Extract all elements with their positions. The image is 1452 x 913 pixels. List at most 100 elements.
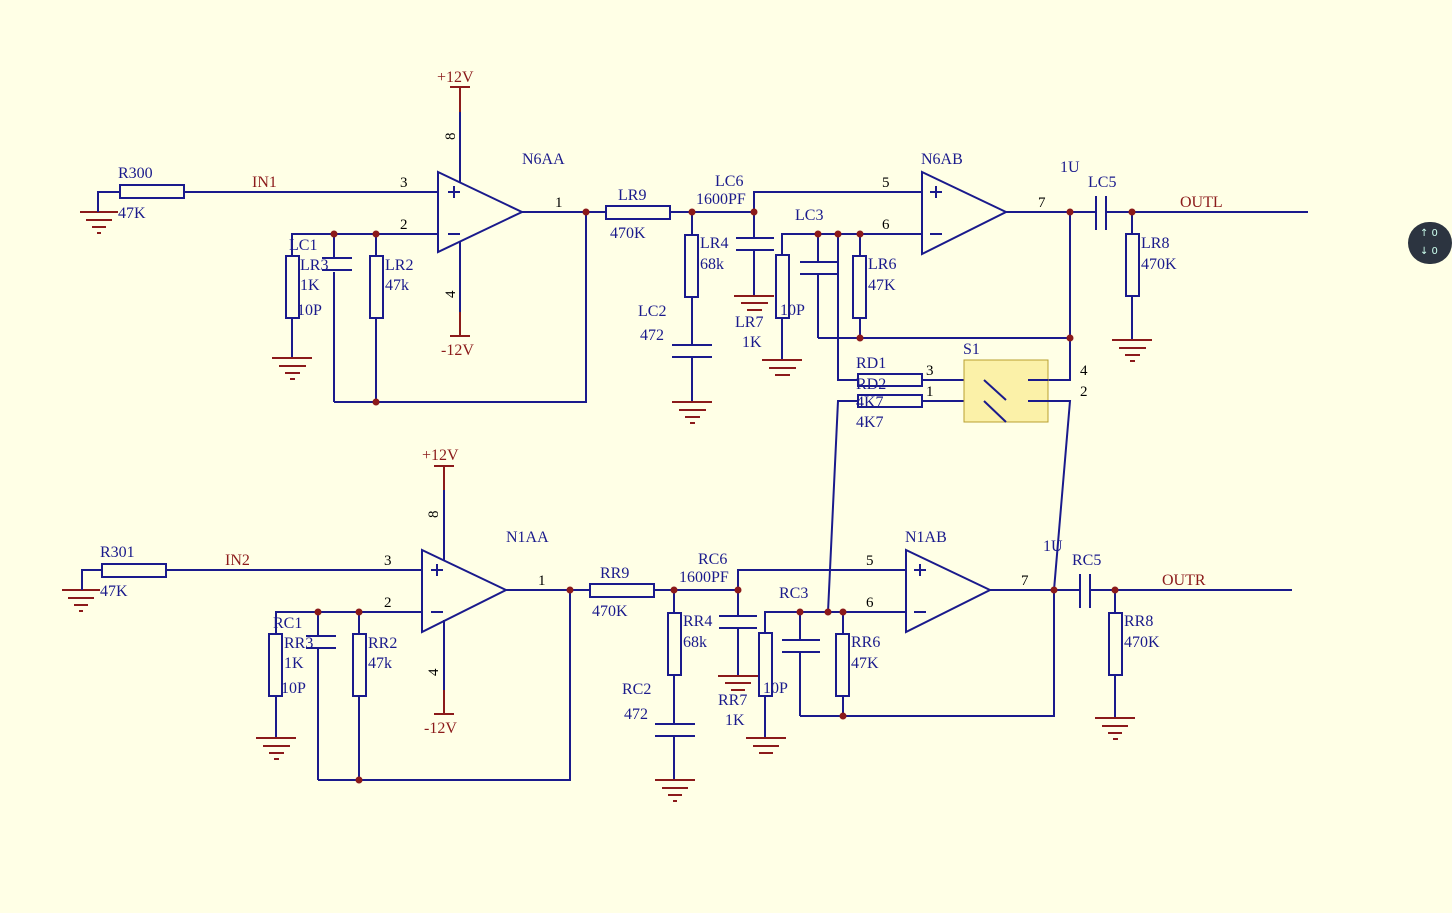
svg-text:8: 8 [443,133,459,141]
svg-text:2: 2 [1080,384,1088,400]
svg-text:R301: R301 [100,544,135,561]
svg-text:LR4: LR4 [700,235,728,252]
svg-text:LR2: LR2 [385,257,413,274]
resistor-rr7[interactable] [758,632,773,697]
resistor-rr2[interactable] [352,633,367,697]
svg-text:47K: 47K [100,583,128,600]
opamp-n6aa[interactable] [437,170,525,254]
svg-text:5: 5 [866,553,874,569]
svg-text:RR4: RR4 [683,613,712,630]
svg-text:47k: 47k [385,277,409,294]
bottom-channel: R301 47K IN2 N1AA 3 2 1 8 4 +12V -12V RC… [62,447,1292,802]
resistor-lr2[interactable] [369,255,384,319]
resistor-lr6[interactable] [852,255,867,319]
svg-text:LR9: LR9 [618,187,646,204]
capacitor-rc6[interactable] [719,615,757,629]
resistor-lr9[interactable] [605,205,671,220]
svg-text:8: 8 [426,511,442,519]
resistor-rr8[interactable] [1108,612,1123,676]
junction-dots [314,208,1136,784]
top-channel: R300 47K IN1 N6AA 3 2 1 8 4 +12V -12V LC… [80,69,1308,613]
svg-text:10P: 10P [780,302,805,319]
top-pos-rail: +12V [437,69,474,86]
svg-text:RR3: RR3 [284,635,313,652]
svg-text:3: 3 [384,553,392,569]
svg-text:1: 1 [926,384,934,400]
svg-text:2: 2 [400,217,408,233]
capacitor-rc2[interactable] [655,723,695,737]
resistor-rr3[interactable] [268,633,283,697]
resistor-lr3[interactable] [285,255,300,319]
svg-text:LR7: LR7 [735,314,763,331]
svg-text:RC5: RC5 [1072,552,1101,569]
svg-text:4K7: 4K7 [856,414,884,431]
switch-s1[interactable]: S1 3 1 4 2 [926,341,1088,591]
resistor-r300[interactable] [119,184,185,199]
svg-text:RR8: RR8 [1124,613,1153,630]
svg-text:RR7: RR7 [718,692,747,709]
svg-text:1U: 1U [1060,159,1080,176]
svg-text:7: 7 [1021,573,1029,589]
resistor-rr4[interactable] [667,612,682,676]
capacitor-lc2[interactable] [672,344,712,358]
svg-text:1K: 1K [725,712,745,729]
svg-text:RC1: RC1 [273,615,302,632]
svg-text:LC1: LC1 [289,237,317,254]
capacitor-rc5[interactable] [1079,574,1091,608]
svg-text:1600PF: 1600PF [679,569,729,586]
capacitor-lc5[interactable] [1095,196,1107,230]
top-neg-rail: -12V [441,342,474,359]
net-in1: IN1 [252,174,277,191]
svg-text:2: 2 [384,595,392,611]
up-count: ↑ 0 [1420,228,1438,239]
svg-text:470K: 470K [1141,256,1177,273]
svg-text:470K: 470K [1124,634,1160,651]
svg-text:1K: 1K [284,655,304,672]
capacitor-lc3[interactable] [800,261,838,275]
svg-text:N1AA: N1AA [506,529,549,546]
r300-value: 47K [118,205,146,222]
resistor-rr6[interactable] [835,633,850,697]
capacitor-lc1[interactable] [322,257,352,271]
svg-text:LC3: LC3 [795,207,823,224]
resistor-r301[interactable] [101,563,167,578]
svg-text:68k: 68k [683,634,707,651]
svg-text:472: 472 [624,706,648,723]
svg-text:68k: 68k [700,256,724,273]
svg-text:3: 3 [400,175,408,191]
resistor-lr8[interactable] [1125,233,1140,297]
svg-text:5: 5 [882,175,890,191]
svg-text:4K7: 4K7 [856,394,884,411]
svg-text:1600PF: 1600PF [696,191,746,208]
opamp-n1ab[interactable] [905,548,993,634]
svg-text:10P: 10P [297,302,322,319]
s1-ref: S1 [963,341,980,358]
svg-text:6: 6 [866,595,874,611]
svg-text:470K: 470K [610,225,646,242]
svg-text:RD2: RD2 [856,376,886,393]
svg-text:47K: 47K [868,277,896,294]
svg-text:10P: 10P [763,680,788,697]
r300-ref: R300 [118,165,153,182]
opamp-n6ab[interactable] [921,170,1009,256]
svg-text:4: 4 [426,668,442,676]
svg-text:1K: 1K [742,334,762,351]
capacitor-lc6[interactable] [736,237,774,251]
ground-symbol [80,211,118,234]
resistor-lr7[interactable] [775,254,790,319]
resistor-rr9[interactable] [589,583,655,598]
net-outr: OUTR [1162,572,1206,589]
floating-status-badge[interactable]: ↑ 0 ↓ 0 [1408,222,1452,264]
svg-text:N1AB: N1AB [905,529,947,546]
svg-text:RD1: RD1 [856,355,886,372]
capacitor-rc3[interactable] [782,639,820,653]
resistor-lr4[interactable] [684,234,699,298]
svg-text:RR6: RR6 [851,634,880,651]
svg-text:1: 1 [555,195,563,211]
svg-text:1: 1 [538,573,546,589]
svg-text:N6AB: N6AB [921,151,963,168]
capacitor-rc1[interactable] [306,635,336,649]
opamp-n1aa[interactable] [421,548,509,634]
svg-text:1U: 1U [1043,538,1063,555]
